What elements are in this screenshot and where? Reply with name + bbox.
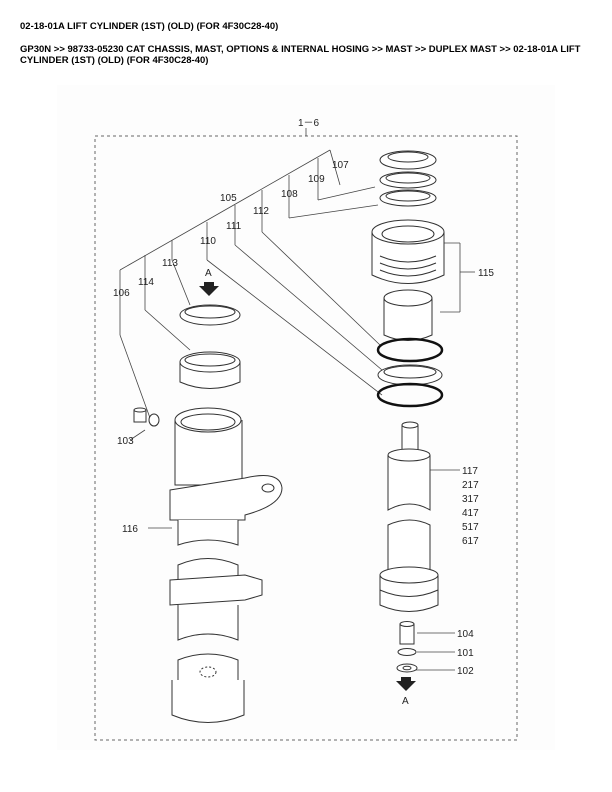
view-arrow-bottom-icon [396, 677, 416, 691]
callout-113: 113 [162, 258, 178, 269]
callout-109: 109 [308, 174, 325, 185]
callout-116: 116 [122, 524, 138, 535]
callout-106: 106 [113, 288, 130, 299]
callout-105: 105 [220, 193, 237, 204]
page-title: 02-18-01A LIFT CYLINDER (1ST) (OLD) (FOR… [20, 21, 279, 32]
breadcrumb: GP30N >> 98733-05230 CAT CHASSIS, MAST, … [20, 44, 581, 66]
callout-110: 110 [200, 236, 216, 247]
callout-111: 111 [226, 221, 242, 232]
o-rings [376, 337, 444, 408]
seal-rings [379, 150, 437, 207]
wear-rings [179, 304, 241, 389]
cylinder-tube [169, 407, 283, 723]
callout-107: 107 [332, 160, 349, 171]
callout-102: 102 [457, 666, 474, 677]
callout-103: 103 [117, 436, 134, 447]
assembly-label: 1－6 [298, 118, 320, 129]
callout-317: 317 [462, 494, 479, 505]
assembly-boundary [94, 135, 518, 741]
piston-rod [379, 421, 439, 612]
callout-112: 112 [253, 206, 269, 217]
callout-117: 117 [462, 466, 478, 477]
callout-417: 417 [462, 508, 479, 519]
callout-217: 217 [462, 480, 479, 491]
view-marker-bottom: A [402, 696, 409, 707]
exploded-view: 1－6 [94, 118, 518, 741]
callout-115: 115 [478, 268, 494, 279]
gland-nut [371, 219, 445, 341]
callout-114: 114 [138, 277, 154, 288]
small-parts [396, 621, 418, 673]
callout-617: 617 [462, 536, 479, 547]
plug [133, 407, 160, 427]
leader-lines [119, 149, 475, 671]
view-arrow-top-icon [199, 282, 219, 296]
callout-108: 108 [281, 189, 298, 200]
view-marker-top: A [205, 268, 212, 279]
callout-104: 104 [457, 629, 474, 640]
callout-517: 517 [462, 522, 479, 533]
parts-diagram: 1－6 [57, 85, 555, 750]
callout-101: 101 [457, 648, 474, 659]
